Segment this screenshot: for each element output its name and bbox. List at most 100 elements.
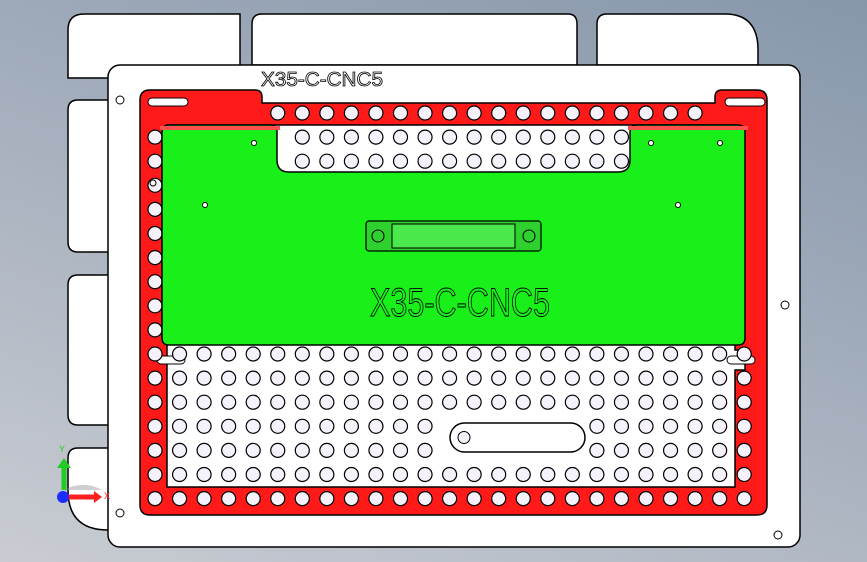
grid-hole xyxy=(638,442,654,458)
tab-top-left xyxy=(67,13,241,79)
grid-hole xyxy=(196,370,212,386)
tab-left-1 xyxy=(67,99,113,253)
grid-hole xyxy=(417,346,433,362)
grid-hole xyxy=(147,394,163,410)
grid-hole xyxy=(417,129,433,145)
grid-hole xyxy=(270,105,286,121)
grid-hole xyxy=(196,346,212,362)
slot-left xyxy=(147,97,189,107)
grid-hole xyxy=(368,418,384,434)
grid-hole xyxy=(417,105,433,121)
grid-hole xyxy=(687,346,703,362)
handle[interactable] xyxy=(365,220,542,252)
grid-hole xyxy=(319,466,335,483)
tab-left-3 xyxy=(67,447,113,531)
grid-hole xyxy=(343,105,359,121)
grid-hole xyxy=(712,346,728,362)
grid-hole xyxy=(589,394,605,410)
grid-hole xyxy=(368,105,384,121)
grid-hole xyxy=(662,370,679,386)
grid-hole xyxy=(442,394,458,410)
tab-top-right xyxy=(596,13,759,66)
grid-hole xyxy=(368,491,384,507)
grid-hole xyxy=(171,442,188,458)
grid-hole xyxy=(466,346,482,362)
grid-hole xyxy=(589,370,605,386)
grid-hole xyxy=(662,394,679,410)
grid-hole xyxy=(294,129,310,145)
grid-hole xyxy=(147,201,163,217)
grid-hole xyxy=(294,418,310,434)
grid-hole xyxy=(638,491,654,507)
grid-hole xyxy=(712,370,728,386)
grid-hole xyxy=(613,491,630,507)
plate-engraved-label: X35-C-CNC5 xyxy=(370,281,550,325)
grid-hole xyxy=(662,491,679,507)
grid-hole xyxy=(171,346,188,362)
grid-hole xyxy=(466,105,482,121)
grid-hole xyxy=(687,466,703,483)
grid-hole xyxy=(368,370,384,386)
grid-hole xyxy=(442,153,458,169)
grid-hole xyxy=(515,394,531,410)
grid-hole xyxy=(662,442,679,458)
grid-hole xyxy=(270,418,286,434)
grid-hole xyxy=(147,491,163,507)
grid-hole xyxy=(147,129,163,145)
grid-hole xyxy=(540,105,556,121)
grid-hole xyxy=(491,129,507,145)
grid-hole xyxy=(245,491,261,507)
grid-hole xyxy=(564,491,580,507)
grid-hole xyxy=(417,442,433,458)
grid-hole xyxy=(638,418,654,434)
grid-hole xyxy=(343,153,359,169)
grid-hole xyxy=(540,370,556,386)
grid-hole xyxy=(368,442,384,458)
grid-hole xyxy=(368,394,384,410)
background-tabs xyxy=(67,13,759,531)
grid-hole xyxy=(712,466,728,483)
grid-hole xyxy=(540,129,556,145)
x-axis-label: X xyxy=(104,491,110,501)
grid-hole xyxy=(613,466,630,483)
slot-hole xyxy=(457,431,471,444)
top-engraved-label: X35-C-CNC5 xyxy=(261,69,383,91)
grid-hole xyxy=(736,346,752,362)
grid-hole xyxy=(294,394,310,410)
grid-hole xyxy=(515,129,531,145)
grid-hole xyxy=(245,418,261,434)
grid-hole xyxy=(343,418,359,434)
grid-hole xyxy=(147,298,163,314)
grid-hole xyxy=(270,442,286,458)
grid-hole xyxy=(245,346,261,362)
axis-triad: Y X xyxy=(57,444,110,503)
grid-hole xyxy=(392,418,409,434)
grid-hole xyxy=(294,346,310,362)
grid-hole xyxy=(564,370,580,386)
grid-hole xyxy=(319,370,335,386)
tab-left-2 xyxy=(67,274,113,426)
grid-hole xyxy=(515,466,531,483)
grid-hole xyxy=(638,370,654,386)
grid-hole xyxy=(294,153,310,169)
grid-hole xyxy=(392,346,409,362)
grid-hole xyxy=(466,153,482,169)
grid-hole xyxy=(221,491,237,507)
grid-hole xyxy=(491,153,507,169)
grid-hole xyxy=(147,225,163,242)
grid-hole xyxy=(638,394,654,410)
grid-hole xyxy=(171,418,188,434)
grid-hole xyxy=(417,394,433,410)
grid-hole xyxy=(687,491,703,507)
mount-hole xyxy=(115,95,125,105)
grid-hole xyxy=(687,370,703,386)
frame-pin xyxy=(149,179,157,187)
grid-hole xyxy=(564,346,580,362)
grid-hole xyxy=(491,466,507,483)
grid-hole xyxy=(270,466,286,483)
grid-hole xyxy=(712,418,728,434)
grid-hole xyxy=(564,129,580,145)
grid-hole xyxy=(245,370,261,386)
grid-hole xyxy=(613,153,630,169)
